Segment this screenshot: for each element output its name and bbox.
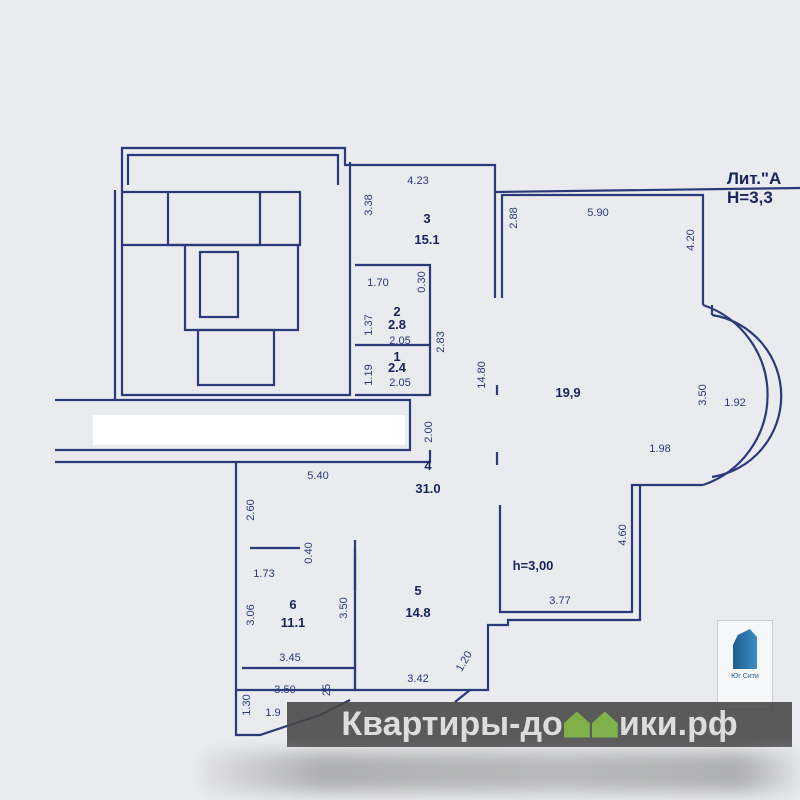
dim: 2.83 xyxy=(435,331,447,352)
room-4-area: 31.0 xyxy=(415,481,440,496)
dim: 3.06 xyxy=(245,604,257,625)
dim: 2.60 xyxy=(245,499,257,520)
room-5-number: 5 xyxy=(414,583,421,598)
ceiling-height: h=3,00 xyxy=(513,558,554,573)
room-1-number: 1 xyxy=(393,349,400,364)
lit-label: Лит."А xyxy=(727,169,781,188)
room-1-area: 2.4 xyxy=(388,360,407,375)
building-icon xyxy=(733,629,757,669)
balcony-area: 1.9 xyxy=(265,707,280,719)
dim: 1.30 xyxy=(241,694,253,715)
dim: 2.05 xyxy=(389,335,410,347)
dim: 3.50 xyxy=(274,684,295,696)
dim: 0.40 xyxy=(303,542,315,563)
dim: 14.80 xyxy=(476,361,488,389)
dimension-labels: 4.23 3.38 2.88 5.90 4.20 1.70 0.30 1.37 … xyxy=(241,175,746,716)
dim: 4.20 xyxy=(685,229,697,250)
height-label: Н=3,3 xyxy=(727,188,773,207)
dim: 3.50 xyxy=(697,384,709,405)
dim: 3.77 xyxy=(549,595,570,607)
room-living-area: 19,9 xyxy=(555,385,580,400)
dim: 1.20 xyxy=(454,649,475,674)
dim: 3.38 xyxy=(363,194,375,215)
room-2-area: 2.8 xyxy=(388,317,406,332)
dim: 1.98 xyxy=(649,443,670,455)
dim: 3.50 xyxy=(338,597,350,618)
room-2-number: 2 xyxy=(393,304,400,319)
watermark: Квартиры-до ики.рф xyxy=(287,702,792,747)
watermark-right: ики.рф xyxy=(618,705,738,743)
dim: 5.90 xyxy=(587,207,608,219)
room-3-area: 15.1 xyxy=(414,232,439,247)
room-6-number: 6 xyxy=(289,597,296,612)
dim: 1.70 xyxy=(367,277,388,289)
redaction-box xyxy=(93,415,405,445)
dim: 2.05 xyxy=(389,377,410,389)
room-3-number: 3 xyxy=(423,211,430,226)
house-icon xyxy=(563,711,590,738)
room-5-area: 14.8 xyxy=(405,605,430,620)
dim: 4.60 xyxy=(617,524,629,545)
room-6-area: 11.1 xyxy=(281,615,306,630)
logo-name: Юг Сити xyxy=(731,673,759,680)
company-logo: Юг Сити xyxy=(717,620,773,710)
bottom-shadow xyxy=(200,752,800,792)
walls xyxy=(55,146,800,737)
dim: 1.19 xyxy=(363,364,375,385)
house-icon xyxy=(591,711,618,738)
dim: 2.00 xyxy=(423,421,435,442)
room-4-number: 4 xyxy=(424,458,432,473)
dim: 4.23 xyxy=(407,175,428,187)
dim: 25 xyxy=(321,684,333,696)
room-labels: 3 15.1 2 2.8 1 2.4 19,9 4 31.0 5 14.8 6 … xyxy=(265,211,580,719)
dim: 3.45 xyxy=(279,652,300,664)
dim: 3.42 xyxy=(407,673,428,685)
dim: 1.73 xyxy=(253,568,274,580)
dim: 2.88 xyxy=(508,207,520,228)
watermark-left: Квартиры-до xyxy=(341,705,563,743)
dim: 5.40 xyxy=(307,470,328,482)
dim: 1.37 xyxy=(363,314,375,335)
dim: 0.30 xyxy=(416,271,428,292)
dim: 1.92 xyxy=(724,397,745,409)
